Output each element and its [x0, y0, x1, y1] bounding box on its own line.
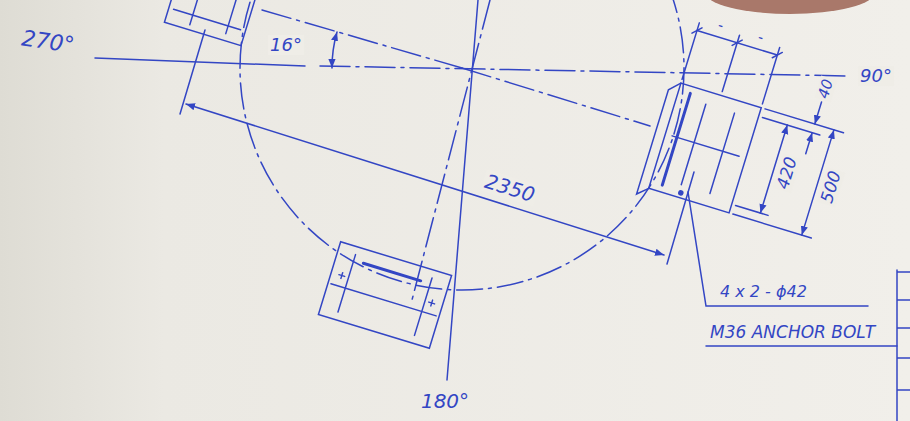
pad-outline: [318, 242, 451, 349]
pad-detail: [324, 250, 447, 340]
leader-line: [95, 58, 305, 66]
extension-line: [682, 23, 780, 104]
center-line: [412, 0, 490, 300]
anchor-pad: [637, 20, 862, 247]
anchor-pad: [164, 0, 261, 46]
dimension-line: [806, 133, 812, 154]
dimension-text: 420: [773, 153, 802, 193]
pad-outline: [649, 83, 761, 213]
center-line: [320, 66, 850, 76]
dimension-line: [815, 102, 822, 124]
callout-text: M36 ANCHOR BOLT: [710, 324, 875, 341]
pad-detail: [659, 98, 751, 199]
dimension-text: 500: [817, 167, 846, 207]
pad-dot: [678, 190, 683, 195]
pad-detail: [171, 0, 255, 39]
pad-detail: [662, 93, 690, 185]
axis-line: [447, 0, 478, 380]
center-line: [462, 68, 650, 126]
pad-outline: [164, 0, 261, 46]
thumb: [705, 0, 875, 14]
anchor-pad: [318, 242, 451, 349]
ink: [95, 0, 910, 421]
bolt-circle: [240, 0, 684, 290]
title-block: [897, 270, 910, 421]
extension-line: [180, 30, 205, 114]
dimension-text: 2350: [481, 169, 540, 206]
angle-label: 180°: [421, 391, 469, 411]
underline: [706, 345, 897, 347]
extension-line: [667, 172, 694, 264]
pad-edge: [637, 80, 681, 197]
dimension-tick: [692, 26, 782, 61]
callout-text: 4 x 2 - ϕ42: [720, 284, 807, 300]
leader-line: [688, 192, 868, 306]
dimension-text: -: [757, 30, 766, 45]
center-line: [262, 10, 462, 68]
dimension-text: -: [717, 18, 726, 33]
angle-label: 270°: [20, 27, 76, 56]
dimension-text: 40: [814, 75, 837, 102]
angle-label: 90°: [858, 66, 894, 86]
angle-label: 16°: [268, 35, 304, 55]
pad-detail: [363, 263, 420, 281]
angle-dimension: [332, 32, 337, 68]
dimension-line: [186, 104, 664, 255]
